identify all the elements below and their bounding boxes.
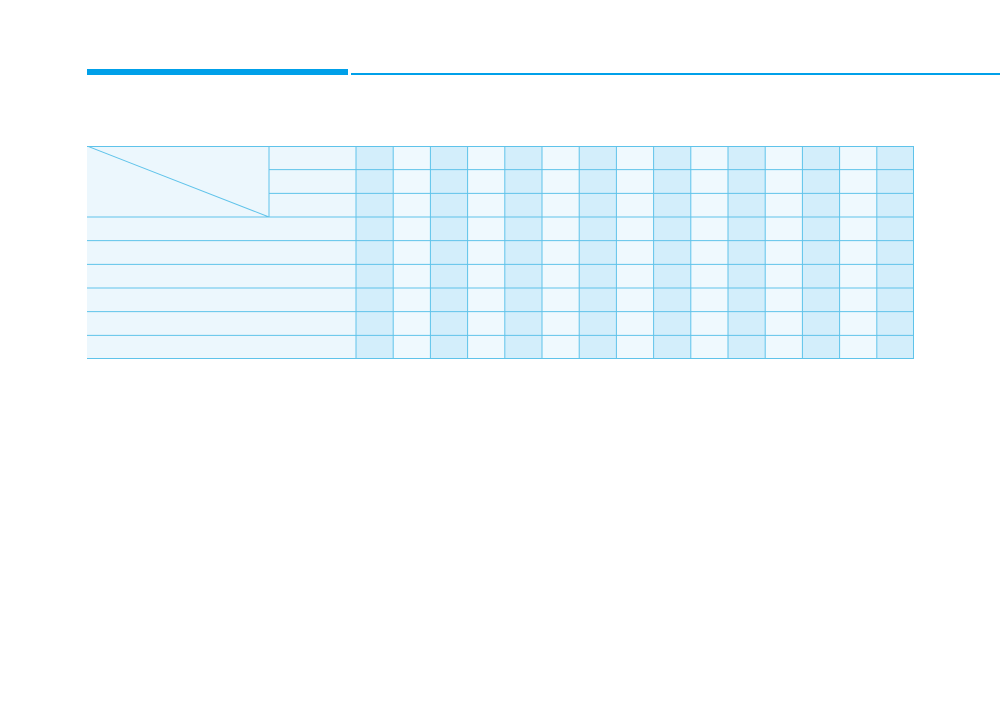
corner-diagonal — [87, 146, 270, 218]
value-column-8 — [616, 146, 654, 359]
value-column-9 — [653, 146, 691, 359]
value-column-7 — [579, 146, 617, 359]
value-column-13 — [802, 146, 840, 359]
value-column-6 — [542, 146, 580, 359]
value-column-4 — [467, 146, 505, 359]
specification-table — [87, 146, 914, 359]
value-column-15 — [876, 146, 914, 359]
value-column-12 — [765, 146, 803, 359]
value-column-1 — [356, 146, 394, 359]
table-grid — [87, 146, 914, 359]
header-accent-bar — [87, 69, 348, 75]
value-column-3 — [430, 146, 468, 359]
value-column-11 — [728, 146, 766, 359]
header-rule-line — [351, 73, 1000, 75]
value-column-2 — [393, 146, 431, 359]
label-column-bg — [87, 146, 356, 359]
value-column-14 — [839, 146, 877, 359]
value-column-5 — [504, 146, 542, 359]
value-column-10 — [690, 146, 728, 359]
